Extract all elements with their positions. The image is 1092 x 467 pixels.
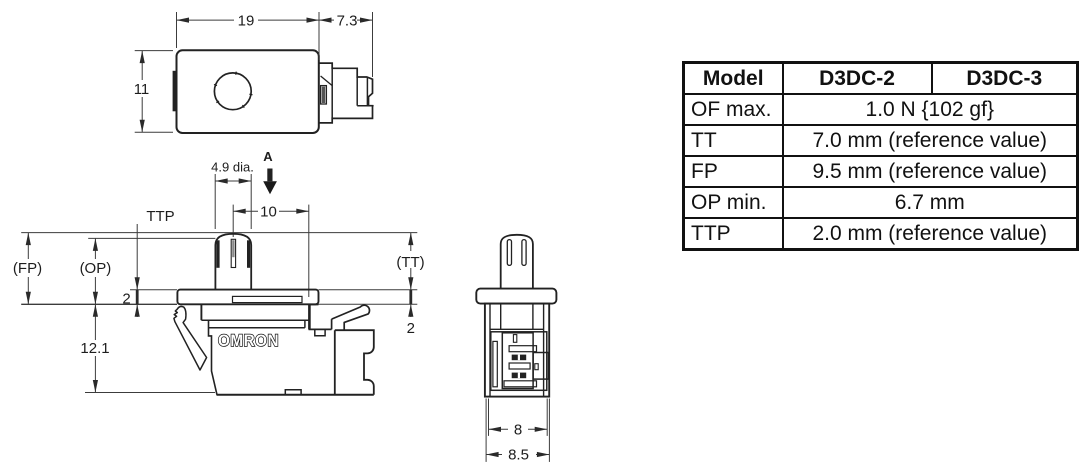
svg-text:10: 10 — [260, 203, 277, 220]
svg-text:19: 19 — [238, 12, 255, 29]
svg-text:8: 8 — [514, 422, 522, 439]
svg-text:7.3: 7.3 — [337, 12, 358, 29]
svg-text:12.1: 12.1 — [80, 340, 109, 357]
svg-text:A: A — [263, 149, 273, 164]
svg-text:2: 2 — [407, 320, 415, 337]
svg-text:4.9 dia.: 4.9 dia. — [211, 160, 254, 175]
svg-text:11: 11 — [134, 81, 150, 98]
svg-text:TTP: TTP — [146, 208, 174, 225]
svg-text:2: 2 — [122, 290, 130, 307]
svg-text:(OP): (OP) — [80, 260, 112, 277]
svg-text:(TT): (TT) — [396, 254, 424, 271]
svg-text:8.5: 8.5 — [508, 447, 529, 464]
svg-text:OMRON: OMRON — [218, 332, 279, 350]
svg-text:(FP): (FP) — [13, 260, 42, 277]
